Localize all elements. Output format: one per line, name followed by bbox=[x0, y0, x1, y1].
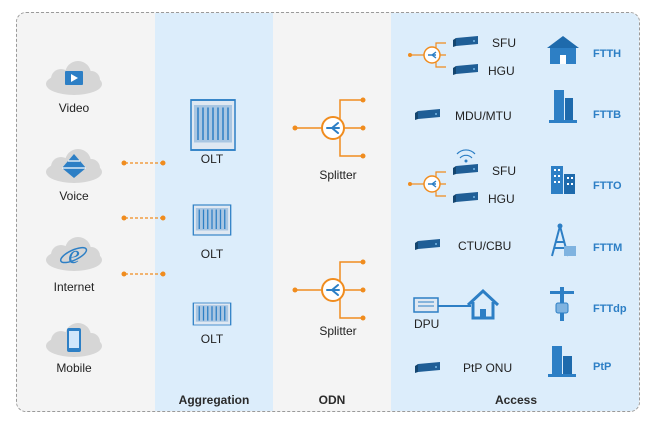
fttb-building-icon bbox=[549, 90, 577, 123]
modem-hgu-1-icon bbox=[453, 64, 478, 75]
device-label-sfu-2: SFU bbox=[492, 164, 516, 178]
source-links bbox=[125, 162, 162, 275]
modem-sfu-1-icon bbox=[453, 36, 478, 47]
splitter-label-2: Splitter bbox=[319, 324, 357, 338]
cloud-mobile-icon bbox=[46, 323, 102, 357]
device-label-ctu: CTU/CBU bbox=[458, 239, 512, 253]
olt-chassis-icon bbox=[190, 99, 236, 151]
ftt-label-fttm: FTTM bbox=[593, 242, 623, 254]
splitter-2-icon bbox=[292, 259, 366, 321]
ftt-label-ptp: PtP bbox=[593, 361, 612, 373]
device-label-hgu-2: HGU bbox=[488, 192, 515, 206]
device-label-sfu-1: SFU bbox=[492, 36, 516, 50]
source-label-mobile: Mobile bbox=[56, 361, 92, 375]
modem-hgu-2-icon bbox=[453, 192, 478, 203]
cloud-voice-icon bbox=[46, 149, 102, 183]
ftt-label-ftto: FTTO bbox=[593, 180, 622, 192]
ftth-house-icon bbox=[547, 36, 579, 64]
access-splitter-ftth-icon bbox=[408, 42, 446, 68]
svg-text:e: e bbox=[68, 240, 80, 269]
device-label-hgu-1: HGU bbox=[488, 64, 515, 78]
modem-sfu-wifi-icon bbox=[453, 149, 478, 175]
odn-label: ODN bbox=[318, 393, 346, 407]
ftt-label-fttdp: FTTdp bbox=[593, 303, 627, 315]
fttdp-pole-icon bbox=[550, 287, 574, 321]
modem-ctu-icon bbox=[415, 239, 440, 250]
olt-label-1: OLT bbox=[200, 152, 224, 166]
device-label-ptp-onu: PtP ONU bbox=[463, 361, 513, 375]
fttm-tower-icon bbox=[551, 223, 576, 257]
source-label-voice: Voice bbox=[59, 189, 89, 203]
splitter-1-icon bbox=[292, 97, 366, 159]
device-label-mdu: MDU/MTU bbox=[455, 109, 512, 123]
ftto-office-icon bbox=[551, 166, 575, 194]
splitter-label-1: Splitter bbox=[319, 168, 357, 182]
source-label-video: Video bbox=[58, 101, 90, 115]
access-label: Access bbox=[494, 393, 538, 407]
access-splitter-ftto-icon bbox=[408, 171, 446, 197]
ftt-label-ftth: FTTH bbox=[593, 48, 622, 60]
dpu-icon bbox=[413, 297, 471, 313]
odn-column: ODN bbox=[273, 13, 391, 411]
source-label-internet: Internet bbox=[53, 280, 95, 294]
ftt-label-fttb: FTTB bbox=[593, 109, 622, 121]
access-column: Access bbox=[391, 13, 639, 411]
olt-label-3: OLT bbox=[200, 332, 224, 346]
cloud-internet-icon: e bbox=[46, 237, 102, 271]
aggregation-label: Aggregation bbox=[178, 393, 250, 407]
device-label-dpu: DPU bbox=[414, 317, 440, 331]
diagram-frame: Aggregation ODN Access bbox=[16, 12, 640, 412]
cloud-video-icon bbox=[46, 61, 102, 95]
olt-box-icon bbox=[192, 302, 232, 326]
modem-ptp-icon bbox=[415, 362, 440, 373]
olt-label-2: OLT bbox=[200, 247, 224, 261]
modem-mdu-icon bbox=[415, 109, 440, 120]
house-icon bbox=[466, 288, 500, 320]
ptp-building-icon bbox=[548, 346, 576, 377]
olt-shelf-icon bbox=[192, 204, 232, 236]
